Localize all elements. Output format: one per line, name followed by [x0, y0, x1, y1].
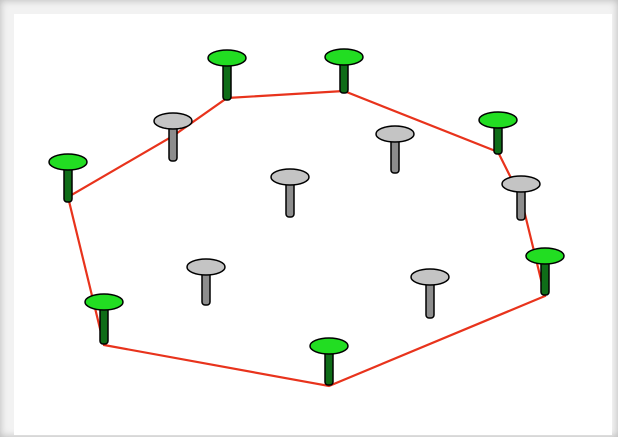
pins-group [48, 48, 565, 386]
pin-head [375, 125, 415, 143]
diagram-canvas [14, 14, 612, 435]
interior-pin-4 [270, 168, 310, 218]
hull-pin-2 [324, 48, 364, 94]
hull-pin-6 [84, 293, 124, 345]
pin-head [309, 337, 349, 355]
interior-pin-3 [375, 125, 415, 174]
pin-head [478, 111, 518, 129]
interior-pin-5 [186, 258, 226, 306]
interior-pin-2 [153, 112, 193, 162]
convex-hull-diagram [48, 48, 565, 388]
hull-pin-3 [478, 111, 518, 155]
pin-head [48, 153, 88, 171]
hull-pin-1 [207, 49, 247, 101]
pin-head [410, 268, 450, 286]
convex-hull-outline [66, 89, 547, 388]
hull-pin-4 [525, 247, 565, 296]
pin-head [153, 112, 193, 130]
hull-pin-5 [309, 337, 349, 386]
interior-pin-1 [501, 175, 541, 221]
interior-pin-6 [410, 268, 450, 319]
pin-head [186, 258, 226, 276]
pin-head [207, 49, 247, 67]
pin-head [84, 293, 124, 311]
pin-head [270, 168, 310, 186]
hull-pin-7 [48, 153, 88, 203]
pin-head [501, 175, 541, 193]
pin-head [324, 48, 364, 66]
pin-head [525, 247, 565, 265]
